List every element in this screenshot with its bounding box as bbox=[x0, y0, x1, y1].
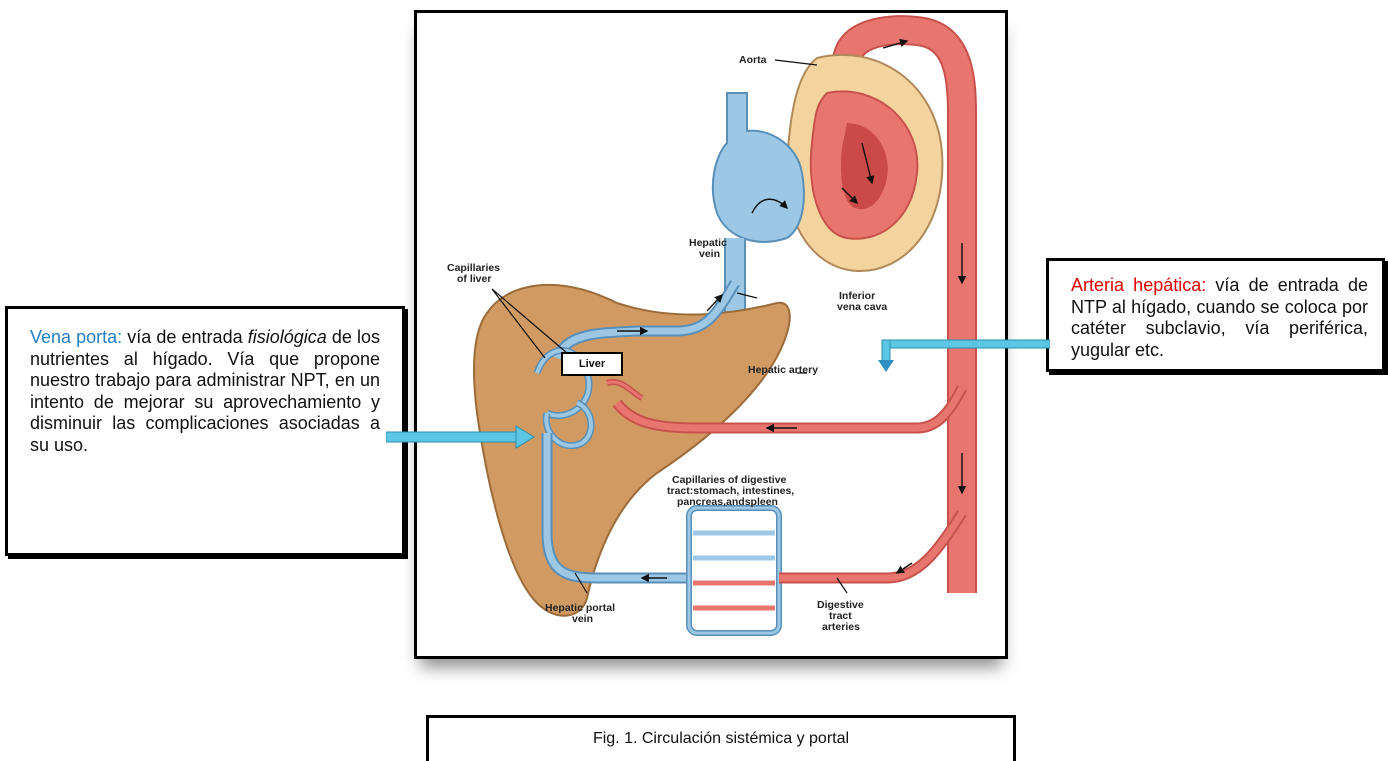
heart bbox=[786, 55, 942, 271]
label-hepatic-portal-vein-2: vein bbox=[572, 613, 593, 625]
callout-left-italic: fisiológica bbox=[248, 327, 327, 347]
callout-right-title: Arteria hepática: bbox=[1071, 275, 1206, 295]
figure-caption-text: Fig. 1. Circulación sistémica y portal bbox=[593, 730, 849, 747]
callout-left-text-1: vía de entrada bbox=[122, 327, 248, 347]
callout-left-title: Vena porta: bbox=[30, 327, 122, 347]
label-hepatic-vein-2: vein bbox=[699, 248, 720, 260]
label-liver: Liver bbox=[579, 358, 605, 370]
label-capillaries-digestive-3: pancreas,andspleen bbox=[677, 496, 778, 508]
label-inferior-vena-cava-2: vena cava bbox=[837, 301, 887, 313]
label-capillaries-liver-2: of liver bbox=[457, 273, 491, 285]
label-digestive-arteries-3: arteries bbox=[822, 621, 860, 633]
portal-vein-pointer-arrow bbox=[386, 424, 536, 450]
label-aorta: Aorta bbox=[739, 54, 767, 66]
diagram-artwork: Aorta Hepatic vein Capillaries of liver … bbox=[417, 13, 1005, 656]
hepatic-artery-pointer-arrow bbox=[878, 336, 1050, 376]
portal-vein-callout: Vena porta: vía de entrada fisiológica d… bbox=[5, 306, 405, 556]
label-hepatic-artery: Hepatic artery bbox=[748, 364, 818, 376]
circulation-diagram: Aorta Hepatic vein Capillaries of liver … bbox=[414, 10, 1008, 659]
liver-label-box: Liver bbox=[561, 352, 623, 376]
digestive-capillaries bbox=[689, 508, 962, 633]
hepatic-artery-callout: Arteria hepática: vía de entrada de NTP … bbox=[1046, 258, 1385, 372]
figure-caption: Fig. 1. Circulación sistémica y portal bbox=[426, 715, 1016, 761]
